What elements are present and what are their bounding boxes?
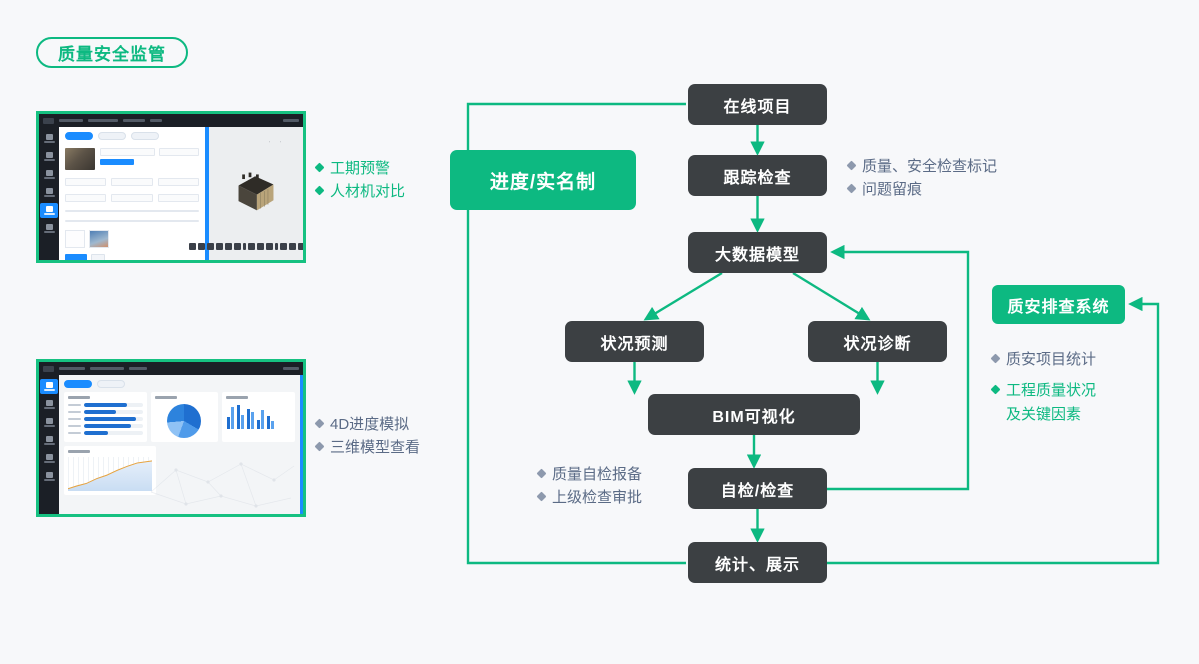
list-item: 4D进度模拟 bbox=[314, 413, 420, 436]
viewport-toolbar[interactable] bbox=[189, 243, 303, 250]
diamond-bullet-icon bbox=[846, 160, 857, 171]
diamond-bullet-icon bbox=[990, 353, 1001, 364]
self-check-bullets: 质量自检报备 上级检查审批 bbox=[536, 463, 642, 510]
flow-node-progress-realname[interactable]: 进度/实名制 bbox=[450, 150, 636, 210]
app-logo-icon bbox=[43, 365, 54, 372]
sidebar-item-material[interactable] bbox=[40, 451, 58, 466]
diamond-bullet-icon bbox=[314, 441, 325, 452]
user-menu[interactable] bbox=[283, 367, 299, 370]
flow-node-status-prediction[interactable]: 状况预测 bbox=[565, 321, 704, 362]
list-item: 三维模型查看 bbox=[314, 436, 420, 459]
status-badge bbox=[100, 159, 134, 165]
flow-node-bim-visualization[interactable]: BIM可视化 bbox=[648, 394, 860, 435]
list-item: 质量、安全检查标记 bbox=[846, 155, 997, 178]
list-item: 质安项目统计 bbox=[990, 348, 1096, 371]
flow-node-online-project[interactable]: 在线项目 bbox=[688, 84, 827, 125]
preview-image bbox=[65, 148, 95, 170]
sidebar-item-home[interactable] bbox=[40, 131, 58, 146]
sidebar-item-quality[interactable] bbox=[40, 433, 58, 448]
dashboard-charts-screenshot[interactable] bbox=[36, 359, 306, 517]
submit-button[interactable] bbox=[65, 254, 87, 260]
diamond-bullet-icon bbox=[314, 162, 325, 173]
building-model-icon bbox=[238, 172, 274, 211]
diamond-bullet-icon bbox=[536, 468, 547, 479]
bim-model-form-screenshot[interactable] bbox=[36, 111, 306, 263]
form-pane bbox=[59, 127, 205, 260]
breadcrumb bbox=[150, 119, 162, 122]
sidebar-item-progress[interactable] bbox=[40, 397, 58, 412]
model-viewport[interactable] bbox=[189, 127, 303, 260]
scrollbar[interactable] bbox=[205, 127, 210, 260]
tab-bar[interactable] bbox=[64, 380, 295, 388]
diamond-bullet-icon bbox=[314, 418, 325, 429]
tab-history[interactable] bbox=[98, 132, 126, 140]
tab-bar[interactable] bbox=[65, 132, 199, 140]
flow-node-status-diagnosis[interactable]: 状况诊断 bbox=[808, 321, 947, 362]
pie-chart bbox=[167, 404, 202, 438]
bar-chart bbox=[226, 403, 291, 429]
pie-chart-card bbox=[151, 392, 218, 442]
diamond-bullet-icon bbox=[314, 185, 325, 196]
list-item: 人材机对比 bbox=[314, 180, 405, 203]
app-logo-icon bbox=[43, 117, 54, 124]
textarea-field[interactable] bbox=[65, 210, 200, 212]
sidebar-item-reports[interactable] bbox=[40, 185, 58, 200]
diamond-bullet-icon bbox=[536, 491, 547, 502]
flow-node-tracking-check[interactable]: 跟踪检查 bbox=[688, 155, 827, 196]
flow-node-big-data-model[interactable]: 大数据模型 bbox=[688, 232, 827, 273]
sidebar-item-labor[interactable] bbox=[40, 415, 58, 430]
sidebar-nav[interactable] bbox=[39, 375, 59, 514]
breadcrumb bbox=[59, 119, 83, 122]
flow-node-self-inspection[interactable]: 自检/检查 bbox=[688, 468, 827, 509]
breadcrumb bbox=[123, 119, 145, 122]
progress-bars-card bbox=[64, 392, 148, 442]
textarea-field[interactable] bbox=[65, 220, 200, 222]
diamond-bullet-icon bbox=[846, 183, 857, 194]
cancel-button[interactable] bbox=[91, 254, 105, 260]
sidebar-item-settings[interactable] bbox=[40, 469, 58, 484]
app-header-bar bbox=[39, 362, 303, 375]
list-item: 上级检查审批 bbox=[536, 486, 642, 509]
page-title-badge: 质量安全监管 bbox=[36, 37, 188, 68]
attachment-list[interactable] bbox=[65, 230, 199, 248]
app-header-bar bbox=[39, 114, 303, 127]
flow-node-qa-inspection-system[interactable]: 质安排查系统 bbox=[992, 285, 1125, 324]
tab-detail[interactable] bbox=[97, 380, 125, 388]
decorative-network-graphic bbox=[150, 462, 295, 508]
user-menu[interactable] bbox=[283, 119, 299, 122]
sidebar-item-overview[interactable] bbox=[40, 379, 58, 394]
dashboard-grid bbox=[59, 375, 300, 514]
tab-more[interactable] bbox=[131, 132, 159, 140]
area-chart bbox=[68, 457, 153, 491]
sidebar-item-docs[interactable] bbox=[40, 167, 58, 182]
list-item: 质量自检报备 bbox=[536, 463, 642, 486]
tab-overview[interactable] bbox=[64, 380, 92, 388]
list-item: 工程质量状况 及关键因素 bbox=[990, 379, 1096, 426]
sidebar-item-tasks[interactable] bbox=[40, 149, 58, 164]
scrollbar[interactable] bbox=[300, 375, 303, 514]
bar-chart-card bbox=[221, 392, 295, 442]
tab-detail[interactable] bbox=[65, 132, 93, 140]
simulation-bullets: 4D进度模拟 三维模型查看 bbox=[314, 413, 420, 460]
breadcrumb bbox=[88, 119, 118, 122]
inspection-bullets: 质量、安全检查标记 问题留痕 bbox=[846, 155, 997, 202]
sidebar-nav[interactable] bbox=[39, 127, 59, 260]
list-item: 问题留痕 bbox=[846, 178, 997, 201]
list-item: 工期预警 bbox=[314, 157, 405, 180]
schedule-bullets: 工期预警 人材机对比 bbox=[314, 157, 405, 204]
flow-node-statistics-display[interactable]: 统计、展示 bbox=[688, 542, 827, 583]
sidebar-item-quality[interactable] bbox=[40, 203, 58, 218]
diamond-bullet-icon bbox=[990, 384, 1001, 395]
area-chart-card bbox=[64, 446, 157, 495]
qa-system-bullets: 质安项目统计 工程质量状况 及关键因素 bbox=[990, 348, 1096, 434]
sidebar-item-settings[interactable] bbox=[40, 221, 58, 236]
